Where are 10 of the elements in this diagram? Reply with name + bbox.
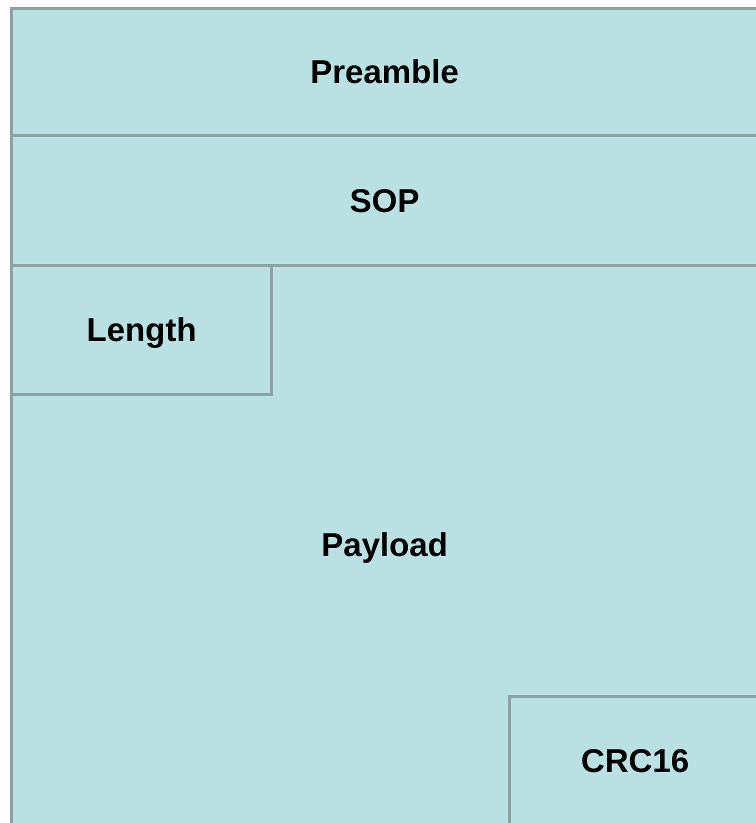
field-label: CRC16 (580, 742, 690, 780)
field-label: Payload (321, 526, 448, 564)
packet-field (508, 695, 756, 823)
packet-field (10, 264, 273, 396)
packet-field (10, 7, 756, 137)
field-label: Preamble (310, 53, 459, 91)
field-label: SOP (350, 182, 420, 220)
field-label: Length (86, 311, 196, 349)
packet-field (10, 264, 756, 823)
packet-field (10, 134, 756, 267)
